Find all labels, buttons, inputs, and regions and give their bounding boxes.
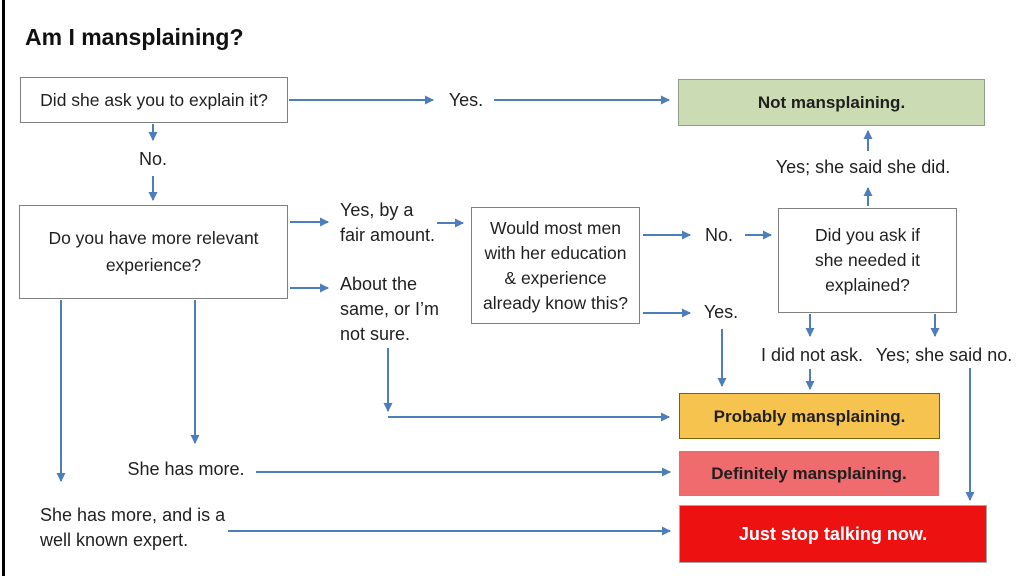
edge-label-she-has-more-expert: She has more, and is a well known expert… xyxy=(40,505,226,550)
edge-label-yes-mid: Yes. xyxy=(703,302,739,322)
edge-label-yes-she-said-she-did: Yes; she said she did. xyxy=(775,157,951,177)
edge-label-yes-she-said-no: Yes; she said no. xyxy=(875,345,1013,365)
outcome-not-mansplaining: Not mansplaining. xyxy=(678,79,985,126)
outcome-definitely-mansplaining: Definitely mansplaining. xyxy=(679,451,939,496)
edge-label-yes-by-fair-amount: Yes, by a fair amount. xyxy=(340,200,436,245)
page-title: Am I mansplaining? xyxy=(25,24,244,50)
outcome-probably-mansplaining: Probably mansplaining. xyxy=(679,393,940,439)
question-would-most-men-know: Would most men with her education & expe… xyxy=(471,207,640,324)
outcome-just-stop-talking: Just stop talking now. xyxy=(679,505,987,563)
edge-label-she-has-more: She has more. xyxy=(127,459,245,479)
edge-label-yes-top: Yes. xyxy=(448,90,484,110)
slide-left-border xyxy=(2,0,5,576)
edge-label-no-top: No. xyxy=(138,149,168,169)
edge-label-about-the-same: About the same, or I’m not sure. xyxy=(340,274,440,344)
question-did-she-ask: Did she ask you to explain it? xyxy=(20,77,288,123)
question-more-experience: Do you have more relevant experience? xyxy=(19,205,288,299)
edge-label-no-mid: No. xyxy=(704,225,734,245)
edge-label-i-did-not-ask: I did not ask. xyxy=(760,345,864,365)
question-did-you-ask: Did you ask if she needed it explained? xyxy=(778,208,957,313)
